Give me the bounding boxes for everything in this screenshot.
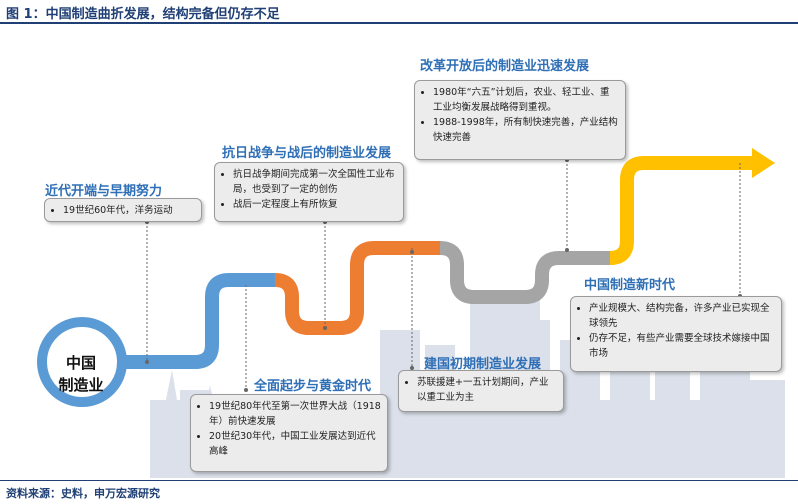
title-divider <box>0 22 798 24</box>
stage-heading-6: 中国制造新时代 <box>584 278 676 293</box>
origin-label: 中国 制造业 <box>43 352 119 396</box>
stage-heading-1: 近代开端与早期努力 <box>45 184 163 199</box>
arrow-head <box>752 148 775 178</box>
stage-box-2: 19世纪80年代至第一次世界大战（1918年）前快速发展 20世纪30年代，中国… <box>190 394 388 472</box>
stage-box-1: 19世纪60年代，洋务运动 <box>44 198 202 222</box>
origin-label-line2: 制造业 <box>58 376 104 394</box>
stage-4-bullet-1: 苏联援建+一五计划期间，产业以重工业为主 <box>417 375 557 405</box>
footer-divider <box>0 480 798 481</box>
stage-box-6: 产业规模大、结构完备，许多产业已实现全球领先 仍存不足，有些产业需要全球技术嫁接… <box>570 296 782 372</box>
stage-3-bullet-1: 抗日战争期间完成第一次全国性工业布局，也受到了一定的创伤 <box>233 167 397 197</box>
origin-label-line1: 中国 <box>65 354 96 372</box>
stage-heading-3: 抗日战争与战后的制造业发展 <box>222 146 392 161</box>
path-segment-yellow <box>609 156 755 265</box>
figure-title: 图 1：中国制造曲折发展，结构完备但仍存不足 <box>6 7 280 22</box>
stage-box-5: 1980年“六五”计划后，农业、轻工业、重工业均衡发展战略得到重视。 1988-… <box>414 80 626 160</box>
stage-1-bullet-1: 19世纪60年代，洋务运动 <box>63 203 195 218</box>
stage-box-4: 苏联援建+一五计划期间，产业以重工业为主 <box>398 370 564 412</box>
stage-6-bullet-2: 仍存不足，有些产业需要全球技术嫁接中国市场 <box>589 331 775 361</box>
stage-heading-2: 全面起步与黄金时代 <box>254 379 372 394</box>
path-segment-gray <box>439 241 610 304</box>
stage-2-bullet-2: 20世纪30年代，中国工业发展达到近代高峰 <box>209 429 381 459</box>
path-segment-blue <box>120 273 275 369</box>
source-note: 资料来源：史料，申万宏源研究 <box>6 487 160 500</box>
stage-3-bullet-2: 战后一定程度上有所恢复 <box>233 197 397 212</box>
origin-circle <box>37 317 127 407</box>
stage-heading-4: 建国初期制造业发展 <box>424 357 542 372</box>
stage-5-bullet-1: 1980年“六五”计划后，农业、轻工业、重工业均衡发展战略得到重视。 <box>433 85 619 115</box>
stage-5-bullet-2: 1988-1998年，所有制快速完善，产业结构快速完善 <box>433 115 619 145</box>
title-bar: 图 1：中国制造曲折发展，结构完备但仍存不足 <box>0 0 798 22</box>
path-segment-orange <box>274 241 440 335</box>
stage-box-3: 抗日战争期间完成第一次全国性工业布局，也受到了一定的创伤 战后一定程度上有所恢复 <box>214 162 404 222</box>
stage-6-bullet-1: 产业规模大、结构完备，许多产业已实现全球领先 <box>589 301 775 331</box>
stage-heading-5: 改革开放后的制造业迅速发展 <box>420 59 590 74</box>
stage-2-bullet-1: 19世纪80年代至第一次世界大战（1918年）前快速发展 <box>209 399 381 429</box>
